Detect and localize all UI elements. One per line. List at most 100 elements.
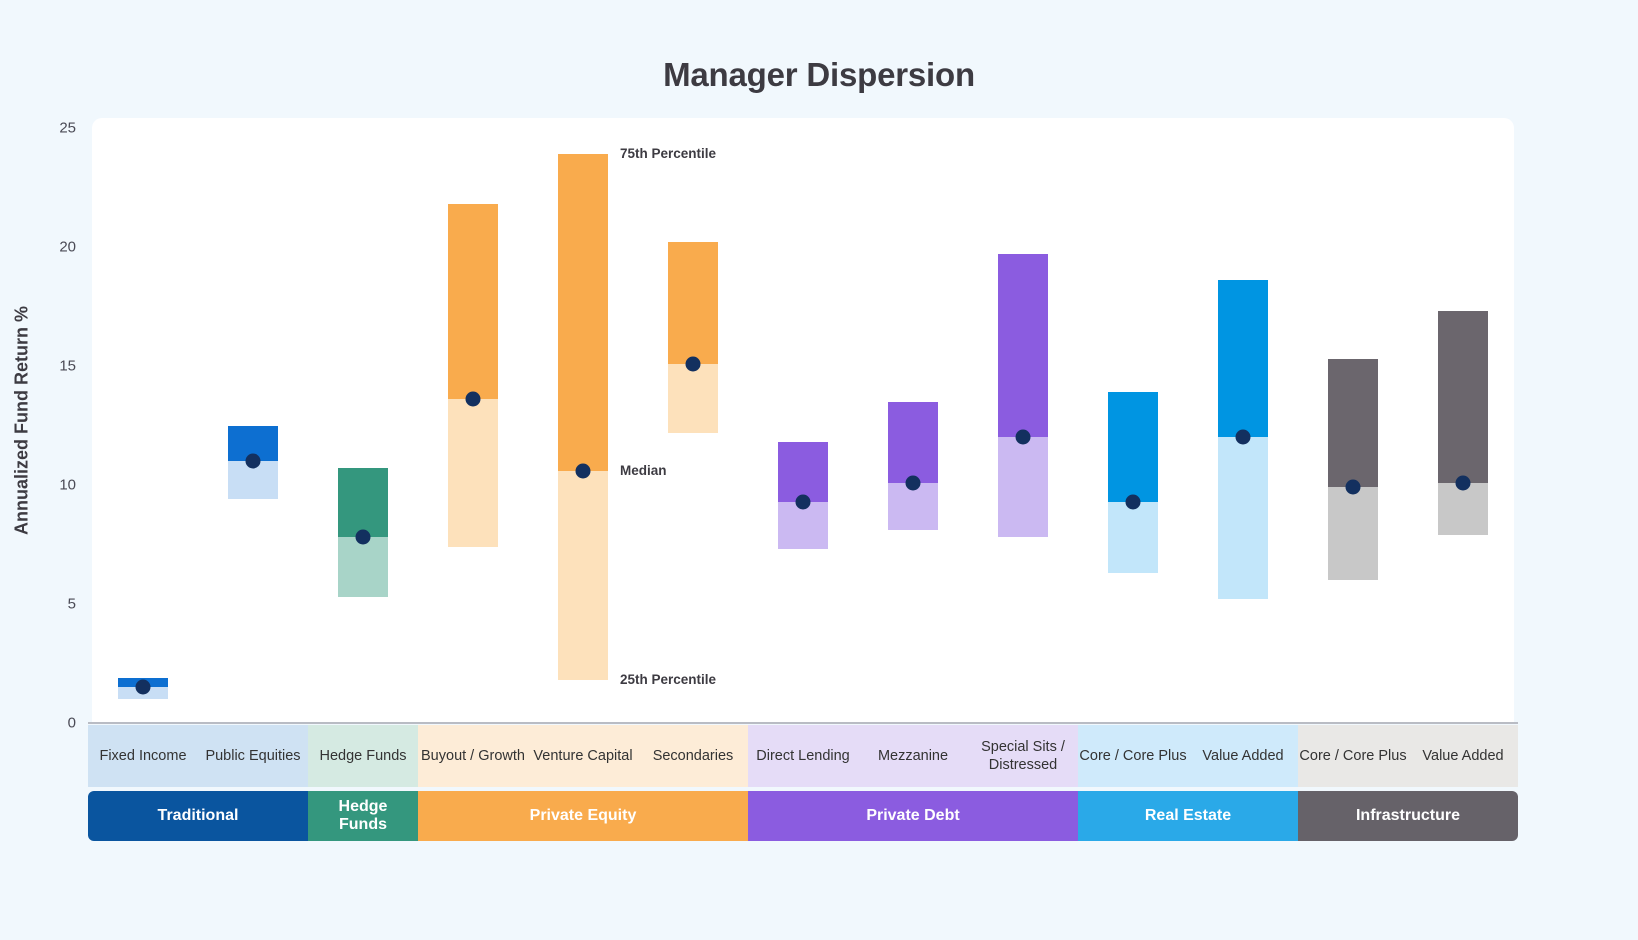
group-band-real-estate[interactable]: Real Estate [1078, 791, 1298, 841]
category-label-12: Value Added [1408, 725, 1518, 787]
category-label-8: Special Sits / Distressed [968, 725, 1078, 787]
bar-lower-quartile [1218, 437, 1268, 600]
dispersion-bar[interactable] [1218, 280, 1268, 600]
bar-upper-quartile [888, 401, 938, 483]
category-label-11: Core / Core Plus [1298, 725, 1408, 787]
bar-upper-quartile [1438, 311, 1488, 483]
category-label-1: Public Equities [198, 725, 308, 787]
group-band-label: Infrastructure [1355, 807, 1461, 825]
median-marker [1455, 475, 1471, 491]
category-label-7: Mezzanine [858, 725, 968, 787]
chart-title: Manager Dispersion [663, 56, 975, 93]
bar-upper-quartile [998, 254, 1048, 438]
median-marker [575, 463, 591, 479]
bar-upper-quartile [1328, 358, 1378, 488]
category-label-text: Secondaries [652, 747, 734, 764]
category-label-10: Value Added [1188, 725, 1298, 787]
median-marker [905, 475, 921, 491]
y-axis-tick-25: 25 [59, 119, 76, 137]
annotation-median: Median [620, 462, 667, 478]
category-label-text: Public Equities [205, 747, 301, 764]
dispersion-bar[interactable] [998, 254, 1048, 538]
group-band-private-debt[interactable]: Private Debt [748, 791, 1078, 841]
category-label-text: Hedge Funds [319, 747, 407, 764]
category-label-text: Value Added [1202, 747, 1284, 764]
group-band-label: Private Debt [866, 807, 960, 825]
bar-lower-quartile [998, 437, 1048, 538]
plot-area [92, 118, 1514, 723]
group-band-traditional[interactable]: Traditional [88, 791, 308, 841]
median-marker [1345, 479, 1361, 495]
x-axis-baseline [88, 722, 1518, 724]
bar-upper-quartile [338, 468, 388, 538]
bar-lower-quartile [668, 363, 718, 433]
group-band-infrastructure[interactable]: Infrastructure [1298, 791, 1518, 841]
dispersion-bar[interactable] [888, 401, 938, 531]
bar-upper-quartile [668, 242, 718, 364]
median-marker [1235, 429, 1251, 445]
category-label-3: Buyout / Growth [418, 725, 528, 787]
bar-lower-quartile [888, 482, 938, 531]
bar-lower-quartile [448, 399, 498, 547]
category-label-text: Core / Core Plus [1079, 747, 1187, 764]
median-marker [685, 356, 701, 372]
bar-lower-quartile [338, 537, 388, 597]
bar-upper-quartile [558, 154, 608, 471]
dispersion-bar[interactable] [338, 468, 388, 597]
group-band-label: Traditional [157, 807, 239, 825]
median-marker [135, 679, 151, 695]
group-band-label: Hedge Funds [338, 798, 388, 833]
category-label-text: Mezzanine [877, 747, 949, 764]
category-label-text: Venture Capital [533, 747, 633, 764]
category-label-5: Secondaries [638, 725, 748, 787]
group-band-hedge-funds[interactable]: Hedge Funds [308, 791, 418, 841]
category-label-text: Value Added [1422, 747, 1504, 764]
median-marker [245, 453, 261, 469]
dispersion-bar[interactable] [1328, 358, 1378, 581]
median-marker [1125, 494, 1141, 510]
bar-lower-quartile [778, 501, 828, 550]
category-label-2: Hedge Funds [308, 725, 418, 787]
dispersion-bar[interactable] [778, 442, 828, 550]
median-marker [465, 391, 481, 407]
dispersion-bar[interactable] [118, 677, 168, 700]
bar-upper-quartile [448, 204, 498, 400]
dispersion-bar[interactable] [1438, 311, 1488, 535]
category-label-0: Fixed Income [88, 725, 198, 787]
category-label-text: Core / Core Plus [1299, 747, 1407, 764]
dispersion-bar[interactable] [448, 204, 498, 547]
dispersion-bar[interactable] [1108, 392, 1158, 574]
y-axis-tick-10: 10 [59, 476, 76, 494]
group-band-row: Traditional Hedge Funds Private Equity Priv… [88, 791, 1518, 841]
median-marker [795, 494, 811, 510]
category-label-row: Fixed Income Public Equities Hedge Funds Bu… [88, 725, 1518, 787]
category-label-text: Fixed Income [99, 747, 187, 764]
bar-upper-quartile [778, 442, 828, 502]
bar-lower-quartile [558, 470, 608, 681]
y-axis-tick-5: 5 [67, 595, 76, 613]
group-band-label: Private Equity [529, 807, 637, 825]
group-band-label: Real Estate [1144, 807, 1232, 825]
y-axis-tick-15: 15 [59, 357, 76, 375]
bar-lower-quartile [1328, 487, 1378, 581]
median-marker [355, 529, 371, 545]
bar-upper-quartile [1108, 392, 1158, 502]
category-label-4: Venture Capital [528, 725, 638, 787]
median-marker [1015, 429, 1031, 445]
bar-lower-quartile [1438, 482, 1488, 535]
category-label-9: Core / Core Plus [1078, 725, 1188, 787]
dispersion-bar[interactable] [228, 425, 278, 500]
bar-lower-quartile [1108, 501, 1158, 574]
dispersion-bar[interactable] [558, 154, 608, 681]
category-label-6: Direct Lending [748, 725, 858, 787]
category-label-text: Special Sits / Distressed [981, 738, 1065, 773]
bar-upper-quartile [1218, 280, 1268, 438]
group-band-private-equity[interactable]: Private Equity [418, 791, 748, 841]
dispersion-bar[interactable] [668, 242, 718, 433]
y-axis-tick-20: 20 [59, 238, 76, 256]
annotation-p75: 75th Percentile [620, 146, 717, 162]
annotation-p25: 25th Percentile [620, 672, 717, 688]
